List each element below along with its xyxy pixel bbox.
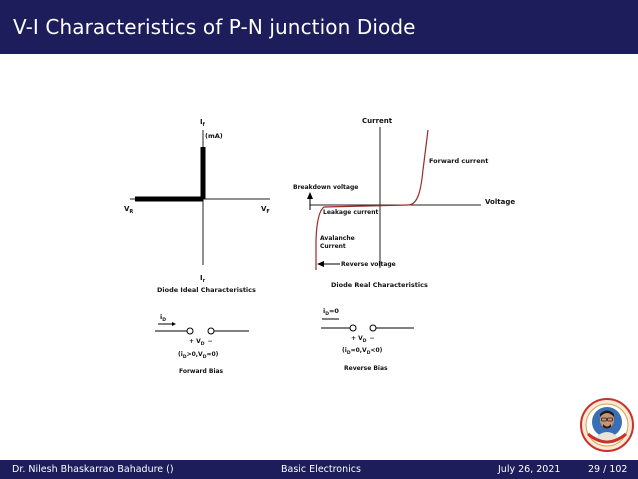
real-y-label: Current (362, 117, 393, 125)
rb-caption: Reverse Bias (344, 365, 388, 372)
ideal-caption: Diode Ideal Characteristics (157, 286, 256, 294)
footer-date: July 26, 2021 (498, 464, 561, 475)
ideal-y-bottom-label: Ir (200, 274, 206, 284)
ideal-unit-label: (mA) (205, 132, 223, 140)
ideal-x-left-label: VR (124, 205, 133, 215)
rb-current-label: iD=0 (323, 307, 339, 317)
real-x-label: Voltage (485, 198, 515, 206)
fb-voltage-label: + VD− (189, 338, 213, 347)
reverse-voltage-label: Reverse voltage (341, 261, 396, 268)
avalanche-label-1: Avalanche (320, 235, 355, 242)
fb-current-label: iD (160, 313, 166, 323)
fb-caption: Forward Bias (179, 368, 224, 375)
ideal-characteristics-graph: If (mA) VR VF Ir Diode Ideal Characteris… (124, 118, 270, 294)
rb-terminal-right (369, 324, 377, 332)
breakdown-arrow-head (307, 192, 313, 199)
rb-terminal-left (349, 324, 357, 332)
fb-terminal-left (186, 327, 194, 335)
fb-condition: (iD>0,VD=0) (178, 351, 219, 360)
rb-condition: (iD=0,VD<0) (342, 347, 383, 356)
real-characteristics-graph: Current Voltage Forward current Breakdow… (293, 117, 515, 289)
author-photo-seal (580, 398, 634, 452)
reverse-bias-diagram: iD=0 + VD− (iD=0,VD<0) Reverse Bias (321, 307, 414, 372)
title-bar: V-I Characteristics of P-N junction Diod… (0, 0, 638, 54)
ideal-x-right-label: VF (261, 205, 270, 215)
slide-title: V-I Characteristics of P-N junction Diod… (13, 15, 416, 39)
forward-bias-diagram: iD + VD− (iD>0,VD=0) Forward Bias (155, 313, 249, 375)
footer-course: Basic Electronics (281, 464, 361, 475)
avalanche-label-2: Current (320, 243, 346, 250)
reverse-arrow-head (317, 261, 324, 267)
footer-page-number: 29 / 102 (588, 464, 628, 475)
footer-author: Dr. Nilesh Bhaskarrao Bahadure () (12, 464, 174, 475)
real-iv-curve (315, 129, 429, 270)
footer-bar: Dr. Nilesh Bhaskarrao Bahadure () Basic … (0, 460, 638, 479)
rb-voltage-label: + VD− (351, 335, 375, 344)
slide-figure: If (mA) VR VF Ir Diode Ideal Characteris… (124, 117, 515, 375)
leakage-current-label: Leakage current (323, 209, 379, 216)
breakdown-voltage-label: Breakdown voltage (293, 184, 358, 191)
fb-terminal-right (207, 327, 215, 335)
real-caption: Diode Real Characteristics (331, 281, 428, 289)
forward-current-label: Forward current (429, 157, 488, 165)
ideal-y-top-label: If (200, 118, 206, 128)
